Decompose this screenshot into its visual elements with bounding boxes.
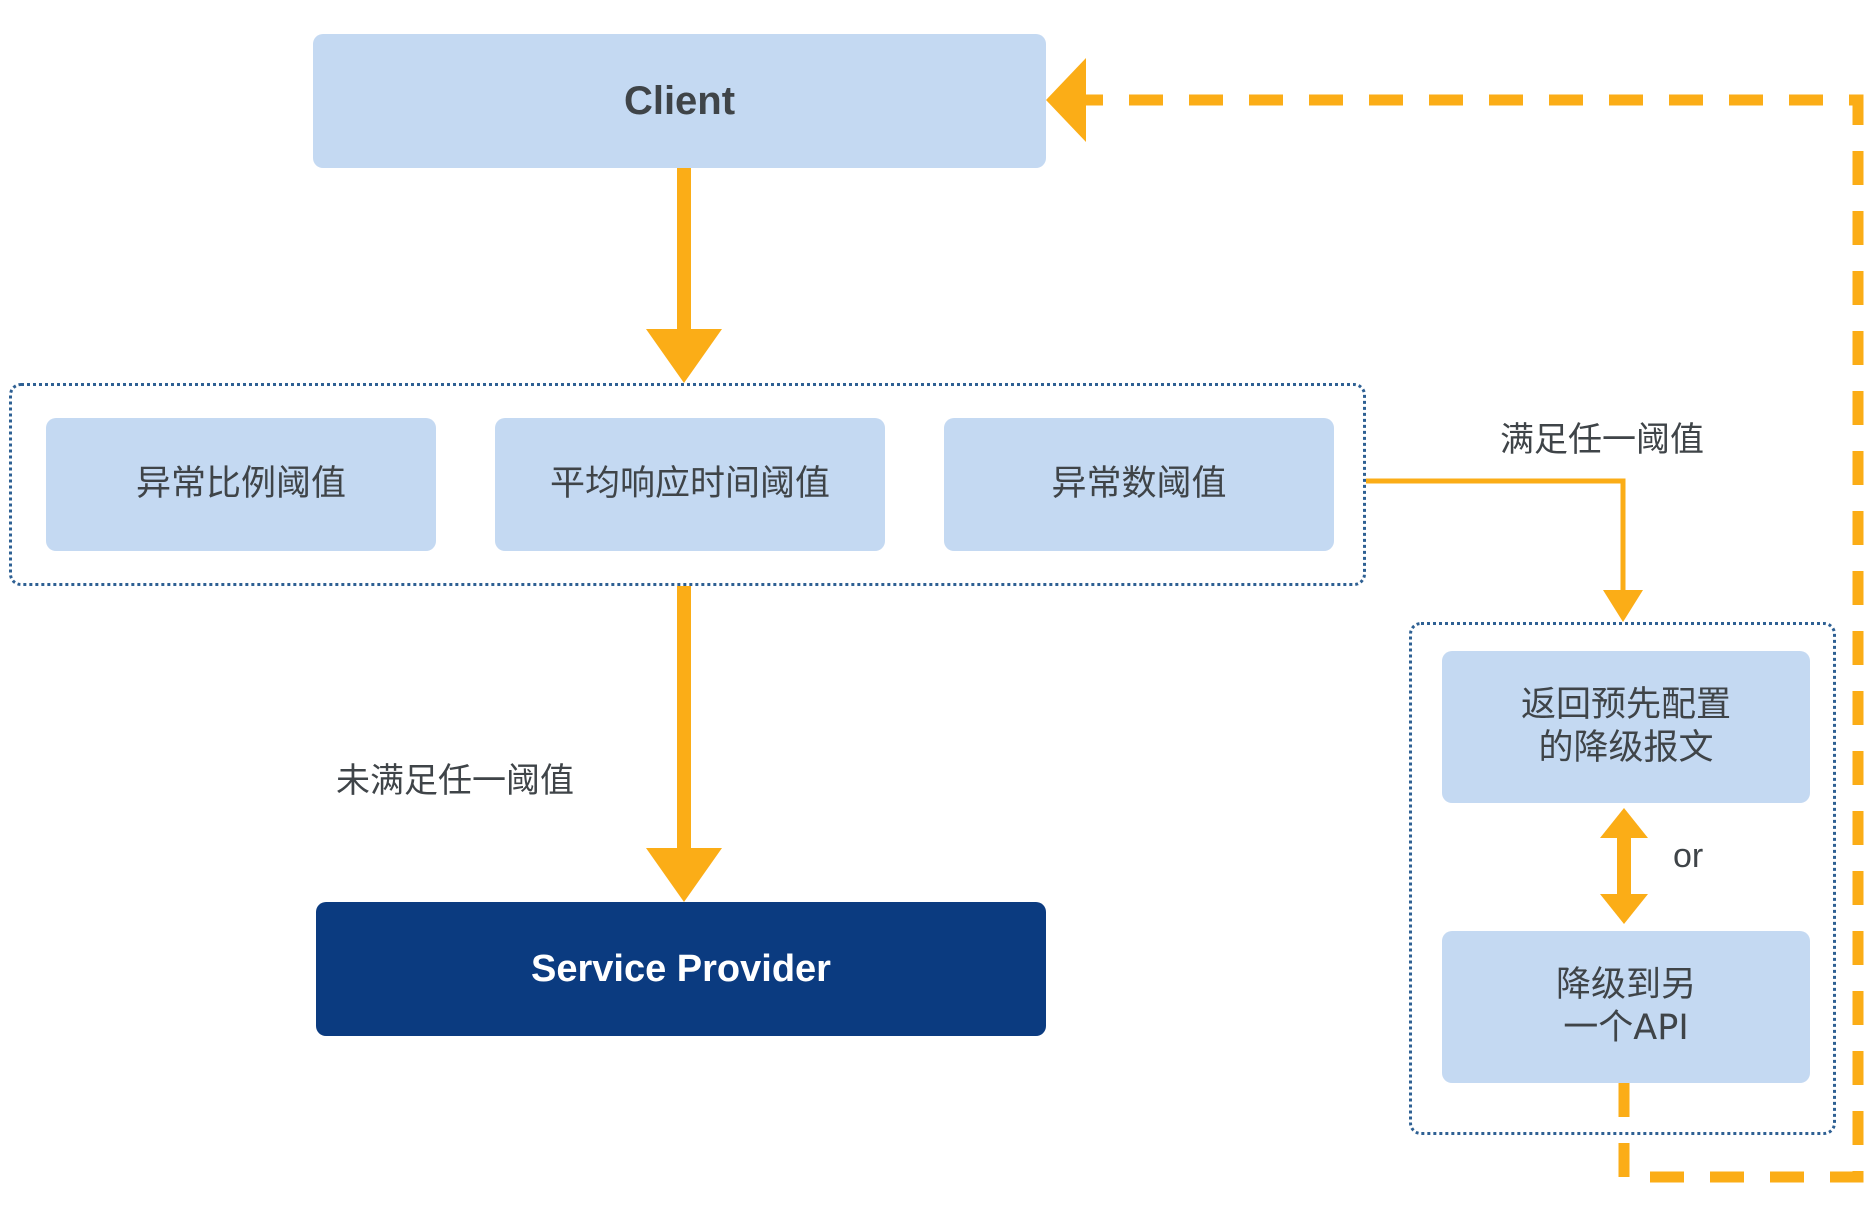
node-threshold-error-ratio[interactable]: 异常比例阈值 (46, 418, 436, 551)
node-client[interactable]: Client (313, 34, 1046, 168)
node-degrade-other-api[interactable]: 降级到另 一个API (1442, 931, 1810, 1083)
edge-label-not-satisfy-any: 未满足任一阈值 (336, 761, 574, 801)
node-degrade-fallback-message[interactable]: 返回预先配置 的降级报文 (1442, 651, 1810, 803)
node-degrade-fallback-message-line1: 返回预先配置 (1520, 685, 1731, 726)
threshold-group-container (9, 383, 1366, 586)
node-client-label: Client (623, 78, 736, 123)
edge-label-satisfy-any: 满足任一阈值 (1500, 420, 1704, 460)
edge-label-or: or (1673, 837, 1704, 875)
node-degrade-other-api-line2: 一个API (1563, 1008, 1689, 1048)
node-threshold-error-ratio-label: 异常比例阈值 (135, 464, 346, 505)
node-threshold-error-count-label: 异常数阈值 (1051, 464, 1227, 505)
node-degrade-fallback-message-line2: 的降级报文 (1538, 728, 1714, 768)
node-threshold-avg-response-time-label: 平均响应时间阈值 (549, 464, 830, 505)
node-threshold-avg-response-time[interactable]: 平均响应时间阈值 (495, 418, 885, 551)
node-service-provider[interactable]: Service Provider (316, 902, 1046, 1036)
node-threshold-error-count[interactable]: 异常数阈值 (944, 418, 1334, 551)
node-service-provider-label: Service Provider (531, 947, 831, 990)
node-degrade-other-api-line1: 降级到另 (1555, 965, 1696, 1006)
degrade-group-container (1409, 622, 1836, 1135)
arrow-thresholds-to-service-provider (646, 586, 722, 902)
arrow-thresholds-to-degrade (1366, 478, 1643, 622)
arrow-client-to-thresholds (646, 168, 722, 383)
